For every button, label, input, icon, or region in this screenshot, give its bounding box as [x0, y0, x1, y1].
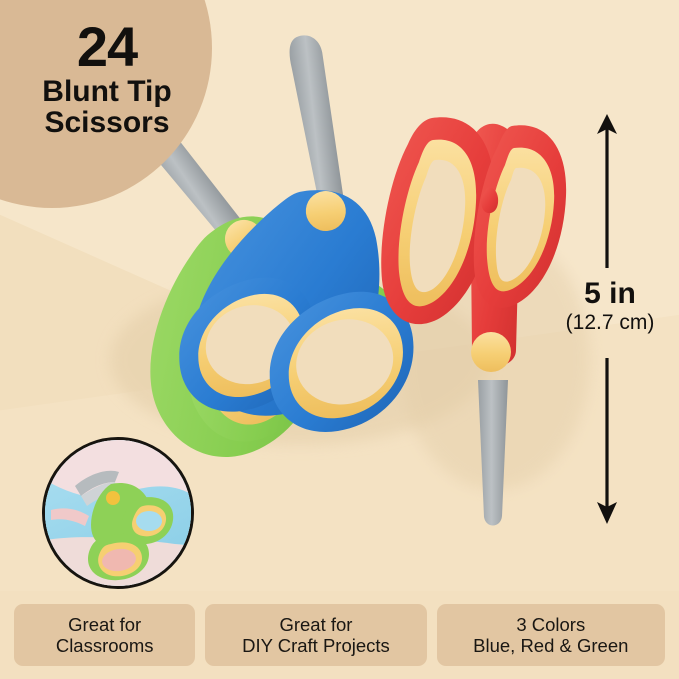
scissors-red [381, 117, 567, 526]
dimension-value: 5 in [584, 277, 636, 310]
caption-2-line-2: DIY Craft Projects [242, 635, 390, 656]
caption-bar: Great for Classrooms Great for DIY Craft… [0, 591, 679, 679]
badge-text-block: 24 Blunt Tip Scissors [22, 18, 192, 138]
caption-1-line-2: Classrooms [55, 635, 154, 656]
badge-line-1: Blunt Tip [42, 75, 172, 109]
badge-line-2: Scissors [44, 105, 170, 139]
caption-3-line-1: 3 Colors [516, 613, 586, 635]
dimension-metric: (12.7 cm) [565, 310, 655, 334]
inset-photo [42, 437, 194, 589]
badge-count: 24 [76, 15, 138, 78]
dimension-label: 5 in (12.7 cm) [545, 278, 675, 335]
caption-2-line-1: Great for [279, 613, 353, 635]
caption-1-line-1: Great for [68, 613, 142, 635]
scissors-blue [179, 35, 414, 432]
caption-colors: 3 Colors Blue, Red & Green [436, 604, 666, 666]
double-headed-vertical-arrow-icon [597, 114, 617, 524]
scissors-cutting-paper-photo [45, 440, 191, 586]
caption-diy-craft: Great for DIY Craft Projects [205, 604, 427, 666]
dimension-callout: 5 in (12.7 cm) [545, 100, 675, 540]
caption-3-line-2: Blue, Red & Green [473, 635, 629, 656]
caption-classrooms: Great for Classrooms [14, 604, 196, 666]
